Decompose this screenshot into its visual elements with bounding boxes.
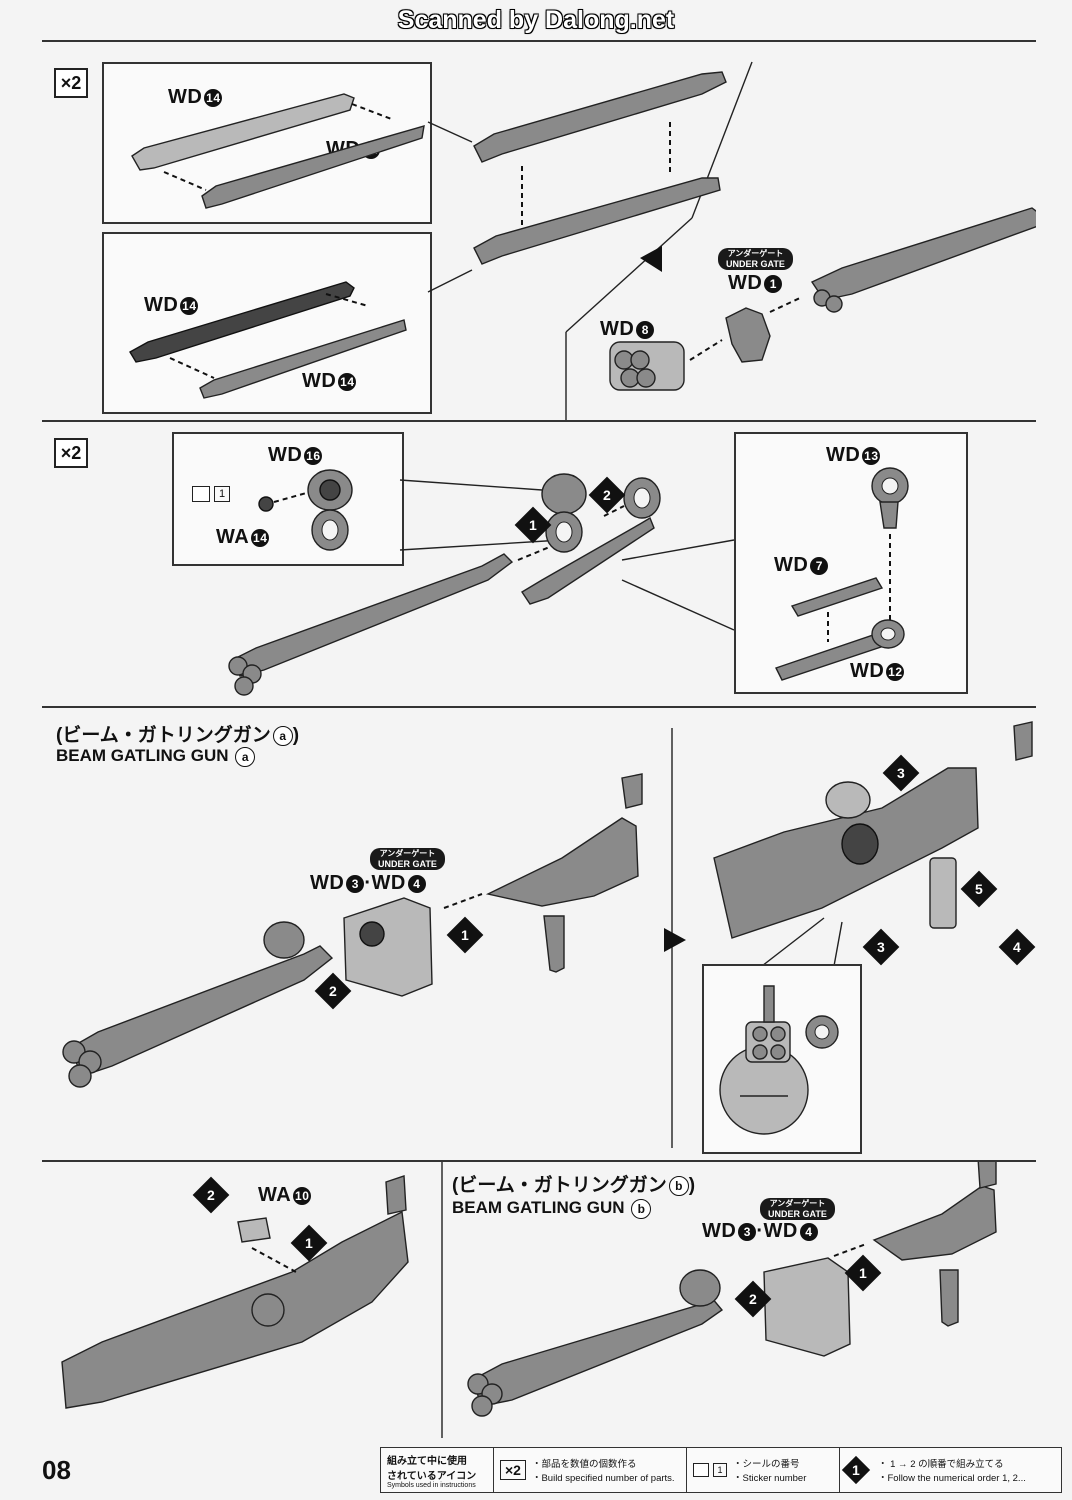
multiplier-badge: ×2 bbox=[54, 68, 88, 98]
barrel-halves-illustration-b bbox=[129, 281, 407, 399]
legend-order-marker: 1 bbox=[841, 1455, 871, 1485]
barrel-halves-illustration-a bbox=[131, 93, 425, 209]
sticker-icon bbox=[192, 486, 210, 502]
sticker-number-box: 1 bbox=[214, 486, 230, 502]
gatling-a-illustration bbox=[62, 721, 1033, 1148]
legend-multiplier-badge: ×2 bbox=[500, 1460, 526, 1480]
legend-sticker-icon bbox=[693, 1463, 709, 1477]
barrel-assembly-illustration bbox=[228, 473, 735, 696]
legend-heading: 組み立て中に使用 されているアイコン Symbols used in instr… bbox=[381, 1448, 494, 1492]
grip-parts-illustration bbox=[775, 467, 909, 681]
legend-multiplier: ×2 ・部品を数値の個数作る・Build specified number of… bbox=[494, 1448, 687, 1492]
muzzle-illustration bbox=[258, 469, 353, 551]
multiplier-badge-2: ×2 bbox=[54, 438, 88, 468]
legend-order: 1 ・ 1 → 2 の順番で組み立てる・Follow the numerical… bbox=[840, 1448, 1061, 1492]
gatling-b-illustration bbox=[467, 1162, 997, 1417]
symbol-legend: 組み立て中に使用 されているアイコン Symbols used in instr… bbox=[380, 1447, 1062, 1493]
page-number: 08 bbox=[42, 1455, 71, 1485]
section-b-title-en: BEAM GATLING GUN b bbox=[452, 1198, 652, 1219]
scan-banner: Scanned by Dalong.net bbox=[397, 6, 675, 34]
legend-sticker: 1 ・シールの番号・Sticker number bbox=[687, 1448, 840, 1492]
drum-detail-illustration bbox=[719, 985, 839, 1135]
gatling-b-side-illustration bbox=[61, 1162, 443, 1438]
grenade-launcher-illustration bbox=[427, 61, 1036, 420]
section-a-title-en: BEAM GATLING GUN a bbox=[56, 746, 256, 767]
legend-sticker-box: 1 bbox=[713, 1463, 727, 1477]
callout-drum-detail bbox=[702, 964, 862, 1154]
